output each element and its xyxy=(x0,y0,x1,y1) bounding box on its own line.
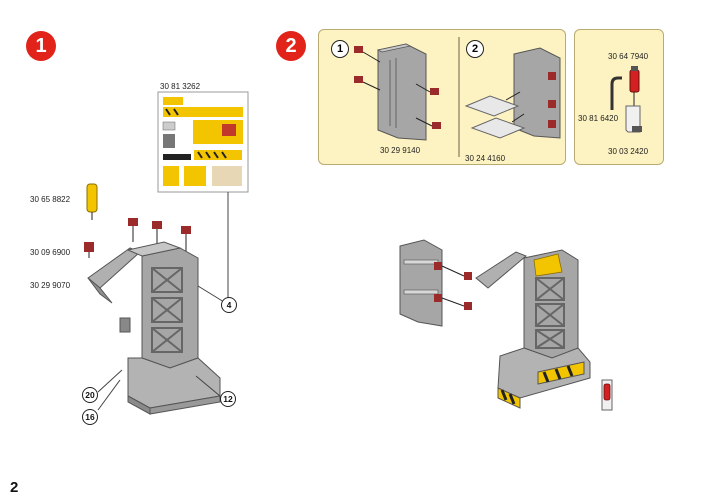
flashlight-part xyxy=(84,184,100,220)
panel-divider xyxy=(458,37,460,157)
callout-16: 16 xyxy=(82,409,98,425)
sticker-sheet xyxy=(158,92,248,192)
sticker-sheet-part-number: 30 81 3262 xyxy=(160,82,200,91)
bracket-part-number: 30 03 2420 xyxy=(608,147,648,156)
substep-1-part-number: 30 29 9140 xyxy=(380,146,420,155)
tower-assembly-step2 xyxy=(398,238,628,413)
substep-2-part-number: 30 24 4160 xyxy=(465,154,505,163)
part-label-connector: 30 09 6900 xyxy=(30,248,70,257)
callout-4: 4 xyxy=(221,297,237,313)
shelf-unit-substep2 xyxy=(462,44,562,144)
callout-12: 12 xyxy=(220,391,236,407)
step-2-badge: 2 xyxy=(276,31,306,61)
page-number: 2 xyxy=(10,479,18,496)
callout-leader-lines xyxy=(80,280,240,420)
shelf-unit-substep1 xyxy=(340,40,450,140)
step-1-badge: 1 xyxy=(26,31,56,61)
part-label-flashlight: 30 65 8822 xyxy=(30,195,70,204)
part-label-frame: 30 29 9070 xyxy=(30,281,70,290)
extra-parts-drawing xyxy=(596,62,666,142)
callout-20: 20 xyxy=(82,387,98,403)
extinguisher-part-number: 30 64 7940 xyxy=(608,52,648,61)
